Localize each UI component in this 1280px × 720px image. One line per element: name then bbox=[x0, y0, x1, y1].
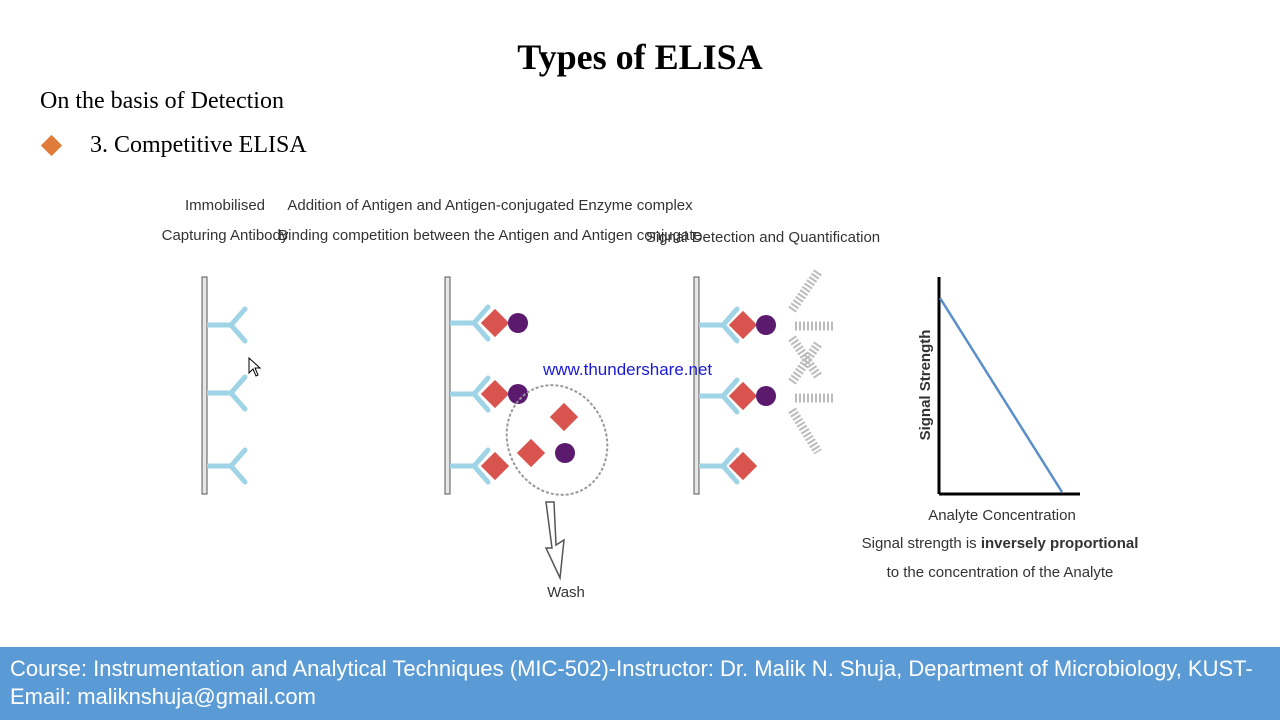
caption-pre: Signal strength is bbox=[862, 535, 981, 552]
signal-rays-icon bbox=[788, 269, 834, 455]
wash-arrow-icon bbox=[544, 501, 565, 581]
panel3-plate bbox=[693, 269, 834, 495]
enzyme-icon bbox=[756, 386, 776, 406]
panel1-label-line1: Immobilised bbox=[185, 197, 265, 214]
antigen-icon bbox=[480, 379, 510, 409]
enzyme-icon bbox=[555, 443, 575, 463]
antibody-icon bbox=[207, 377, 245, 409]
graph-caption-line1: Signal strength is inversely proportiona… bbox=[862, 535, 1139, 552]
watermark-text: www.thundershare.net bbox=[543, 360, 713, 379]
unbound-ellipse bbox=[505, 384, 609, 496]
antibody-icon bbox=[207, 450, 245, 482]
mouse-cursor-icon bbox=[248, 357, 262, 377]
panel1-label-line2: Capturing Antibody bbox=[162, 227, 289, 244]
graph-caption-line2: to the concentration of the Analyte bbox=[887, 564, 1114, 581]
slide-title: Types of ELISA bbox=[517, 37, 763, 77]
footer-bar: Course: Instrumentation and Analytical T… bbox=[0, 647, 1280, 720]
panel1-plate bbox=[201, 276, 245, 495]
antigen-icon bbox=[516, 438, 546, 468]
inverse-line bbox=[938, 297, 1064, 493]
enzyme-icon bbox=[508, 384, 528, 404]
signal-vs-concentration-graph: Signal Strength Analyte Concentration Si… bbox=[862, 277, 1139, 581]
antigen-icon bbox=[728, 381, 758, 411]
elisa-diagram: Immobilised Capturing Antibody Addition … bbox=[162, 197, 1139, 601]
antigen-icon bbox=[549, 402, 579, 432]
panel2-plate: Wash bbox=[444, 276, 609, 601]
panel3-label-line1: Signal Detection and Quantification bbox=[646, 229, 880, 246]
wash-label: Wash bbox=[547, 584, 585, 601]
slide-subtitle: On the basis of Detection bbox=[40, 88, 284, 114]
footer-text: Course: Instrumentation and Analytical T… bbox=[10, 656, 1253, 709]
graph-xlabel: Analyte Concentration bbox=[928, 507, 1076, 524]
panel2-label-line2: Binding competition between the Antigen … bbox=[278, 227, 702, 244]
antigen-icon bbox=[480, 308, 510, 338]
caption-bold: inversely proportional bbox=[981, 535, 1139, 552]
enzyme-icon bbox=[756, 315, 776, 335]
antigen-icon bbox=[480, 451, 510, 481]
graph-ylabel: Signal Strength bbox=[917, 330, 934, 441]
antibody-icon bbox=[207, 309, 245, 341]
bullet-text: 3. Competitive ELISA bbox=[90, 132, 307, 158]
antigen-icon bbox=[728, 310, 758, 340]
panel2-label-line1: Addition of Antigen and Antigen-conjugat… bbox=[287, 197, 693, 214]
antigen-icon bbox=[728, 451, 758, 481]
enzyme-icon bbox=[508, 313, 528, 333]
